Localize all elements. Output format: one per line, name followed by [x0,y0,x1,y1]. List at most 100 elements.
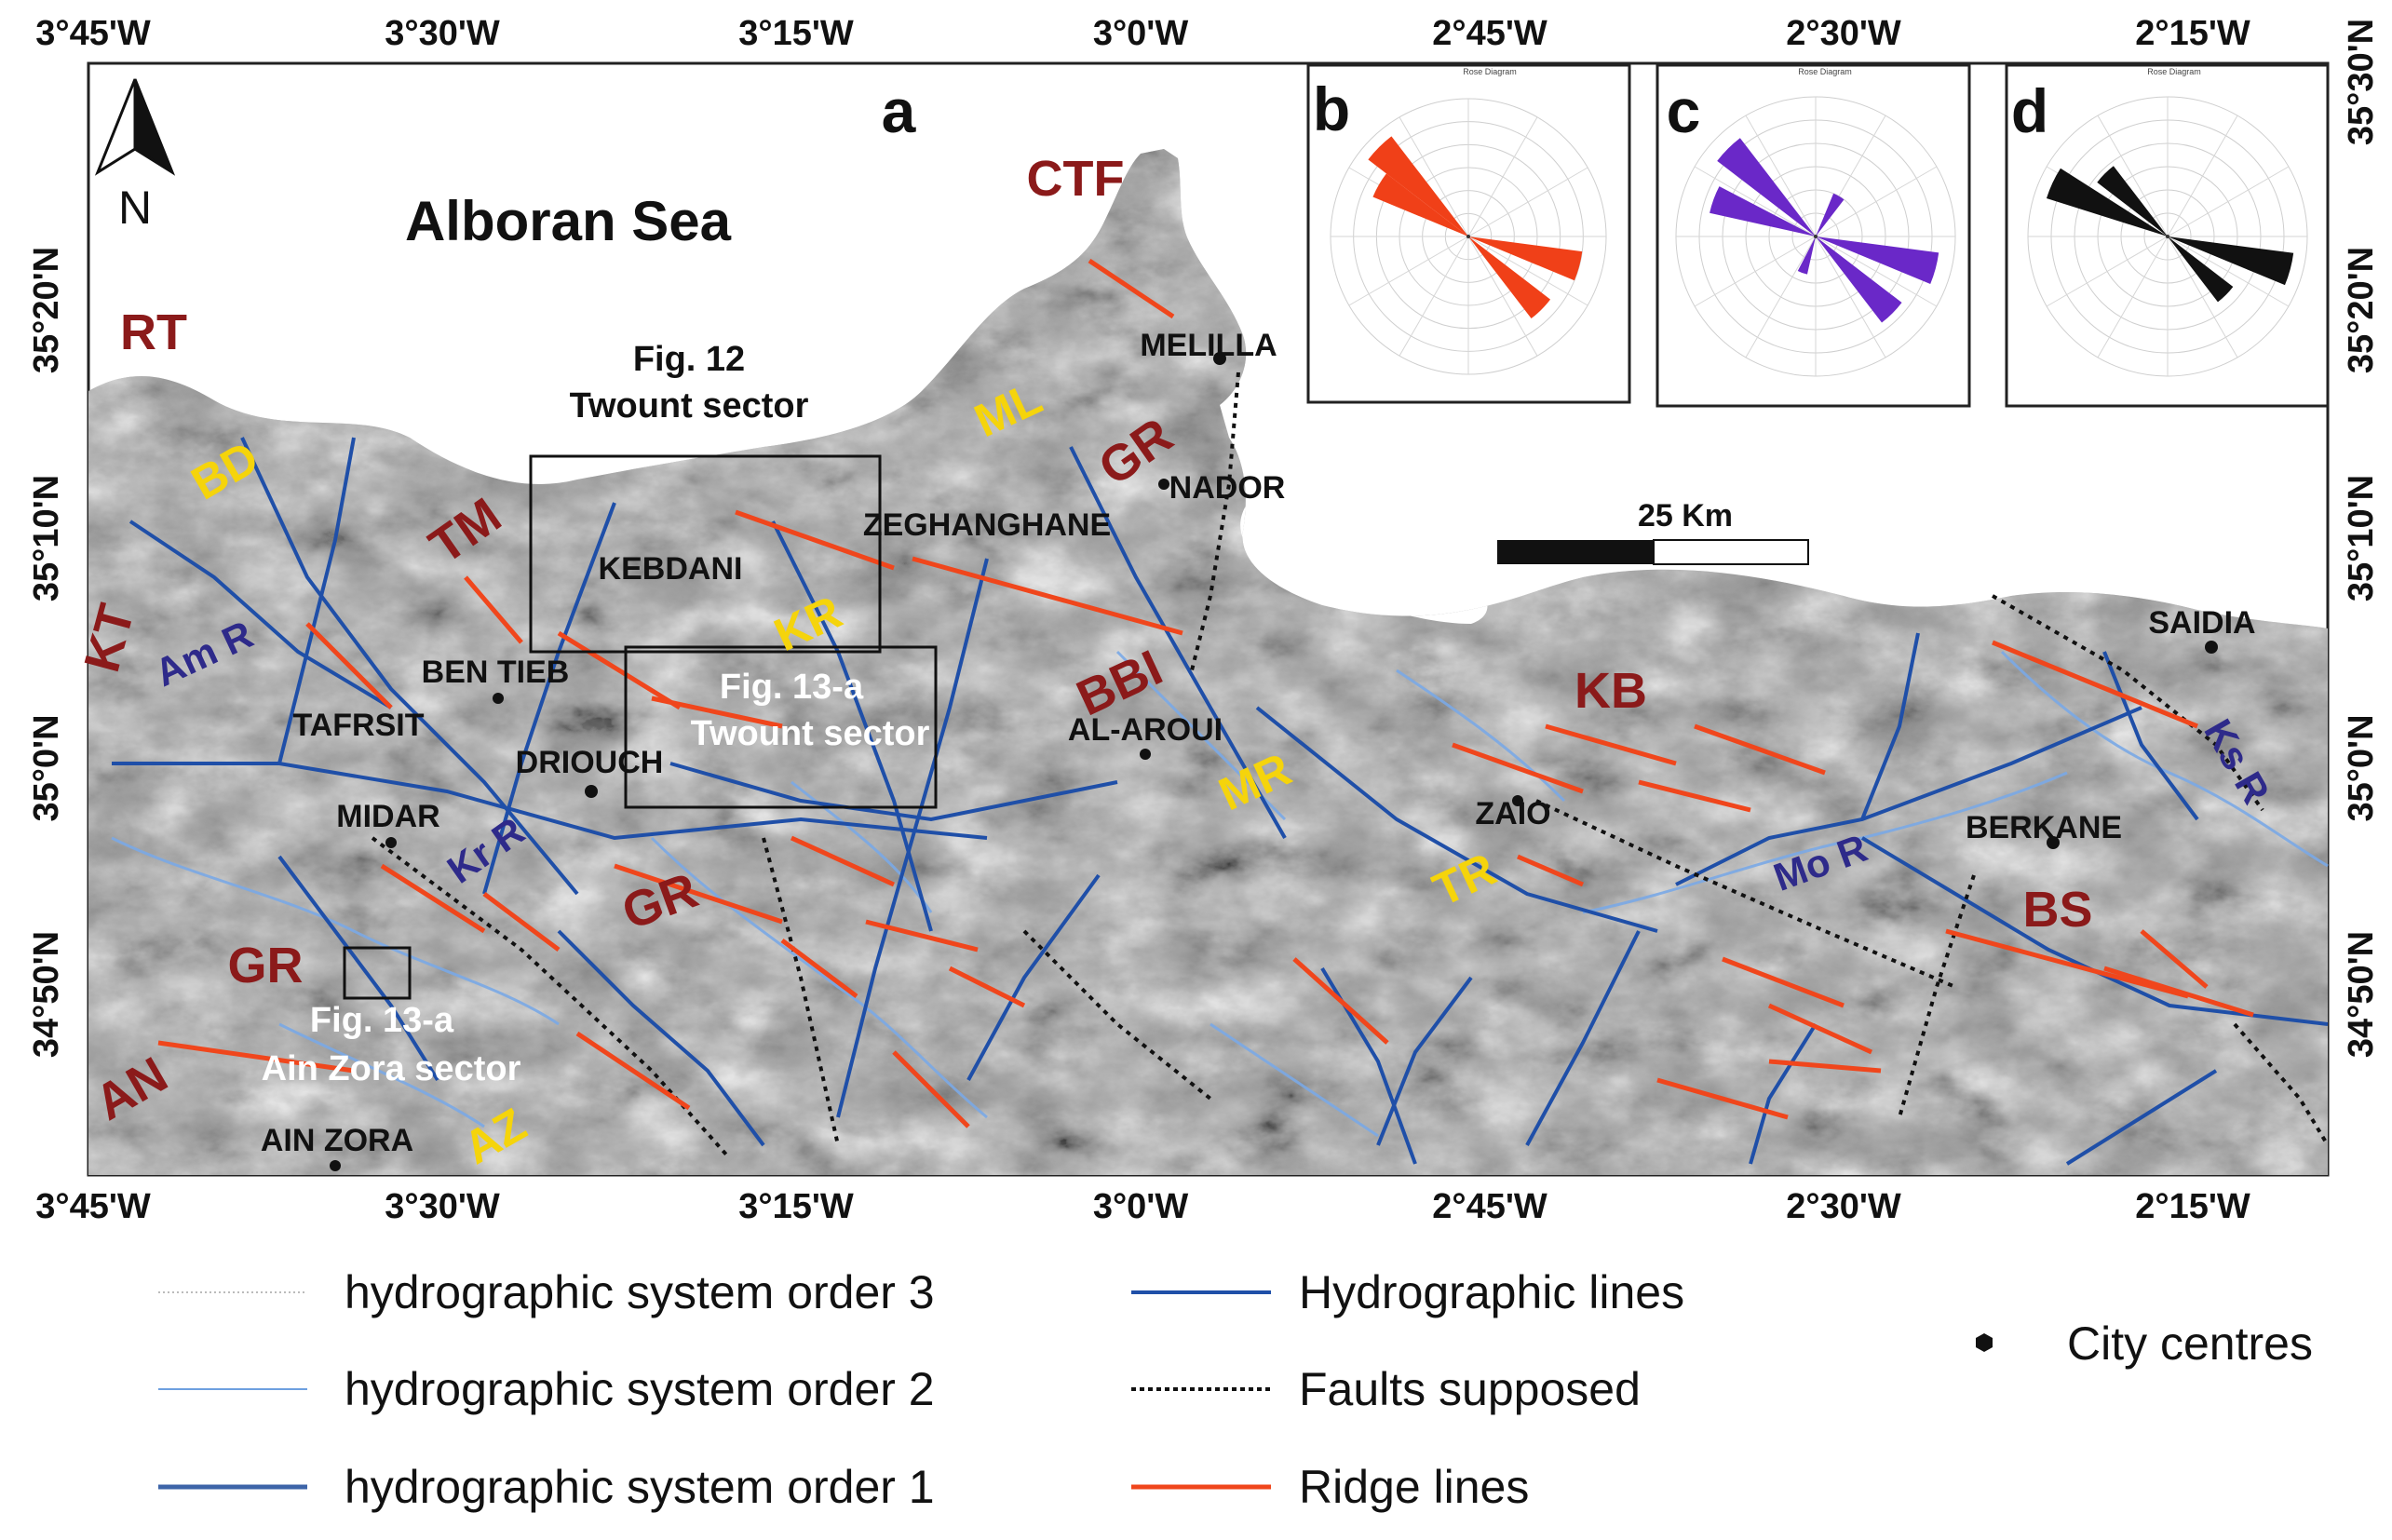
hydro-order2-lines [111,650,2329,1138]
rose-c-letter: c [1667,76,1701,145]
fig12-sector: Twount sector [570,386,809,426]
legend: hydrographic system order 3 hydrographic… [158,1266,2313,1513]
lon-top-2: 3°30'W [385,14,500,53]
lon-bottom-2: 3°30'W [385,1187,500,1226]
rose-panel-b: Rose Diagram b [1306,63,1631,404]
rose-spoke [2097,115,2169,237]
lon-bottom-6: 2°30'W [1786,1187,1901,1226]
lon-top-4: 3°0'W [1093,14,1189,53]
rose-d-diagram [2027,96,2308,377]
fig12-label: Fig. 12 [633,340,745,379]
legend-swatch-city [1976,1333,1993,1352]
city-tafrsit: TAFRSIT [292,708,424,743]
rose-panel-d: Rose Diagram d [2005,63,2330,408]
city-markers [330,352,2218,1171]
figure-reference-boxes: Fig. 12 Twount sector Fig. 13-a Twount s… [262,340,938,1088]
rose-diagram-insets: Rose Diagram b Rose Diagram c Rose Diagr… [1306,63,2330,408]
rose-center [2166,235,2169,238]
rose-petal [1368,136,1468,236]
rose-center [1466,235,1470,238]
city-labels: MELILLA NADOR ZEGHANGHANE KEBDANI BEN TI… [261,328,2256,1158]
rose-spoke [1694,236,1817,307]
scale-label: 25 Km [1638,498,1733,534]
rose-b-letter: b [1313,74,1350,143]
city-al-aroui: AL-AROUI [1068,712,1223,748]
fig13-twount-label: Fig. 13-a [720,668,864,707]
sea-label: Alboran Sea [405,190,732,252]
fig13-ainzora-sector: Ain Zora sector [262,1049,521,1088]
rose-b-diagram [1330,98,1607,375]
rose-petal [1797,236,1816,275]
legend-label-city: City centres [2067,1317,2313,1370]
lon-top-3: 3°15'W [738,14,854,53]
legend-label-ridge: Ridge lines [1299,1461,1529,1513]
city-zeghanghane: ZEGHANGHANE [863,507,1111,543]
city-kebdani: KEBDANI [599,551,743,587]
rose-petal [1372,173,1468,236]
lon-bottom-3: 3°15'W [738,1187,854,1226]
rose-spoke [2167,115,2238,237]
unit-kb: KB [1574,663,1647,719]
rose-petal [1816,236,1902,323]
lon-bottom-7: 2°15'W [2135,1187,2250,1226]
rose-petal [1710,186,1816,236]
lat-right-1: 35°30'N [2342,19,2381,145]
rose-petal [2168,236,2234,303]
rose-spoke [2167,236,2290,307]
lat-left-5: 34°50'N [27,931,66,1058]
city-driouch: DRIOUCH [516,745,664,780]
legend-label-order2: hydrographic system order 2 [345,1363,935,1415]
city-ben-tieb: BEN TIEB [422,655,570,690]
lat-right-3: 35°10'N [2342,475,2381,601]
rose-c-title: Rose Diagram [1798,67,1852,76]
rose-petal [1816,236,1939,285]
legend-label-hydro: Hydrographic lines [1299,1266,1684,1318]
rose-spoke [1467,167,1588,237]
rose-d-letter: d [2011,76,2048,145]
unit-bs: BS [2022,882,2092,938]
city-nador: NADOR [1169,470,1286,506]
lon-top-6: 2°30'W [1786,14,1901,53]
lat-left-4: 35°0'N [27,714,66,821]
lat-left-2: 35°20'N [27,247,66,373]
rose-spoke [1815,236,1938,307]
legend-label-fault: Faults supposed [1299,1363,1641,1415]
longitude-ticks-top: 3°45'W 3°30'W 3°15'W 3°0'W 2°45'W 2°30'W… [35,14,2250,53]
map-panel: Fig. 12 Twount sector Fig. 13-a Twount s… [74,61,2330,1177]
longitude-ticks-bottom: 3°45'W 3°30'W 3°15'W 3°0'W 2°45'W 2°30'W… [35,1187,2250,1226]
rose-panel-c: Rose Diagram c [1655,63,1971,408]
legend-label-order1: hydrographic system order 1 [345,1461,935,1513]
rose-spoke [1399,236,1469,357]
rose-petal [1816,193,1845,236]
rose-spoke [1745,115,1817,237]
rose-d-title: Rose Diagram [2147,67,2201,76]
city-berkane: BERKANE [1966,810,2122,845]
rose-c-diagram [1675,96,1956,377]
rose-spoke [2167,236,2238,358]
city-melilla: MELILLA [1140,328,1277,363]
lon-bottom-4: 3°0'W [1093,1187,1189,1226]
north-arrow: N [94,78,176,234]
rose-spoke [1348,236,1469,306]
city-midar: MIDAR [336,799,439,834]
rose-petal [2046,168,2168,236]
unit-ctf: CTF [1027,151,1125,207]
rose-spoke [1467,236,1538,357]
north-label: N [118,182,152,234]
rose-spoke [1467,236,1588,306]
lon-top-5: 2°45'W [1432,14,1547,53]
fig12-box [529,454,882,654]
rose-spoke [2167,166,2290,237]
fig13-ainzora-box [343,946,412,1000]
rose-petal [1717,138,1816,236]
latitude-ticks-left: 35°20'N 35°10'N 35°0'N 34°50'N [27,247,66,1058]
fig13-ainzora-label: Fig. 13-a [310,1001,454,1040]
fig13-twount-box [624,645,938,809]
rose-petal [2168,236,2294,286]
lat-right-2: 35°20'N [2342,247,2381,373]
rose-petal [1468,236,1551,319]
city-ain-zora: AIN ZORA [261,1123,413,1158]
rose-spoke [1745,236,1817,358]
panel-letter-a: a [882,76,917,145]
scale-bar: 25 Km [1497,498,1809,565]
